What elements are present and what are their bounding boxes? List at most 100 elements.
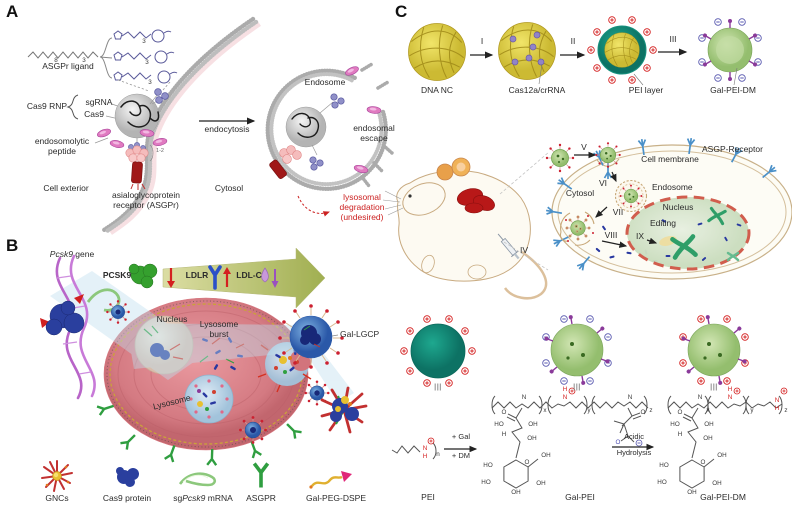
atom-oh: OH — [528, 421, 538, 428]
recycled-receptor-icon — [269, 145, 302, 179]
lysosomal-degradation-label: lysosomal degradation (undesired) — [339, 192, 385, 222]
atom-n: N — [627, 394, 633, 401]
ldlr-label: LDLR — [185, 270, 209, 280]
legend-gncs-label: GNCs — [45, 493, 69, 503]
ldlc-label: LDL-C — [236, 270, 262, 280]
atom-o: O — [524, 459, 530, 466]
atom-oh: OH — [704, 421, 714, 428]
pcsk9-protein-icon — [128, 263, 158, 289]
endosome-c-label: Endosome — [652, 182, 693, 192]
arm-subscript: 3 — [145, 59, 149, 66]
gal-pei-dm-label: Gal-PEI-DM — [700, 492, 746, 502]
cas9-label: Cas9 — [84, 109, 104, 119]
cas9-rnp-label: Cas9 RNP — [26, 101, 68, 111]
gal-pei-dm-ball-icon — [679, 314, 749, 386]
atom-n: N — [774, 397, 780, 404]
pei-layer-label: PEI layer — [628, 85, 664, 95]
atom-oh: OH — [712, 480, 722, 487]
legend-cas9-protein-icon — [116, 467, 139, 487]
atom-n: N — [521, 394, 527, 401]
endosome-label: Endosome — [304, 77, 346, 87]
asgpr-receptor-label: asialoglycoprotein receptor (ASGPr) — [111, 190, 181, 210]
gal-pei-structure-icon — [491, 387, 649, 489]
atom-h: H — [677, 431, 683, 438]
chain-subscript: 3 — [82, 57, 86, 64]
atom-o: O — [501, 409, 507, 416]
pei-coated-icon — [587, 16, 657, 86]
atom-ho: HO — [483, 462, 493, 469]
gal-pei-ball-icon — [542, 314, 612, 386]
step-viii-label: VIII — [604, 230, 618, 240]
chromosome-icon — [726, 251, 740, 262]
pei-ball-icon — [400, 315, 476, 387]
hydrolysis-label: Hydrolysis — [616, 448, 652, 457]
sgrna-label: sgRNA — [85, 97, 113, 107]
pcsk9-label: PCSK9 — [102, 270, 132, 280]
atom-ho: HO — [670, 421, 680, 428]
step-iv-label: IV — [519, 245, 529, 255]
atom-ho: HO — [481, 479, 491, 486]
atom-o: O — [700, 459, 706, 466]
step-ii-label: II — [570, 36, 576, 46]
atom-oh: OH — [536, 480, 546, 487]
assembly-cluster-icon — [320, 386, 368, 434]
subscript-y: y — [750, 407, 754, 414]
atom-h: H — [422, 453, 428, 460]
legend-gal-peg-dspe-icon — [309, 471, 352, 489]
dna-cas12a-icon — [497, 21, 557, 85]
atom-o: O — [677, 409, 683, 416]
arm-subscript: 3 — [148, 79, 152, 86]
step-ix-label: IX — [635, 231, 645, 241]
cytosol-c-label: Cytosol — [565, 188, 595, 198]
asgpr-receptor-icon — [125, 138, 154, 190]
atom-oh: OH — [687, 489, 697, 496]
legend-cas9-label: Cas9 protein — [102, 493, 152, 503]
atom-oh: OH — [511, 489, 521, 496]
atom-n: N — [727, 394, 733, 401]
ldlc-down-icon — [261, 267, 279, 288]
legend-dspe-label: Gal-PEG-DSPE — [306, 493, 366, 503]
endosome-escape-icon — [559, 211, 595, 246]
panel-b-art — [40, 247, 368, 492]
ldlr-up-icon — [167, 265, 231, 290]
nanoparticle-icon — [238, 415, 268, 445]
atom-h: H — [501, 431, 507, 438]
legend-mrna-gene: Pcsk9 — [182, 493, 206, 503]
ligand-balls-icon — [149, 88, 169, 105]
nucleus-c-icon — [625, 195, 751, 271]
cell-membrane-label: Cell membrane — [641, 154, 699, 164]
pei-label: PEI — [421, 492, 435, 502]
gal-pei-dm-np-label: Gal-PEI-DM — [710, 85, 756, 95]
outcome-arrow-icon — [162, 247, 326, 309]
atom-ho: HO — [657, 479, 667, 486]
acidic-label: Acidic — [623, 432, 645, 441]
legend-mrna-icon — [178, 472, 217, 487]
atom-n: N — [422, 445, 428, 452]
step-vi-arrow — [610, 171, 617, 183]
asgp-receptor-label: ASGP-Receptor — [702, 144, 763, 154]
legend-mrna-pre: sg — [173, 493, 183, 503]
cytoplasm-cargo-icon — [199, 336, 245, 371]
asgpr-ligand-structure-icon — [27, 29, 178, 92]
lysosome-burst-label: Lysosome burst — [199, 319, 239, 339]
subscript-x: x — [543, 407, 547, 414]
subscript-z: z — [649, 407, 653, 414]
gal-pei-label: Gal-PEI — [565, 492, 595, 502]
mouse-icon — [382, 157, 548, 300]
legend-asgpr-label: ASGPR — [246, 493, 276, 503]
lysosomal-degradation-arrow — [297, 195, 330, 217]
step-ix-arrow — [646, 237, 658, 245]
subscript-y: y — [587, 407, 591, 414]
equivalence-mark: ||| — [573, 382, 581, 391]
panel-a-art — [27, 16, 394, 235]
asgpr-ligand-label: ASGPr ligand — [42, 61, 94, 71]
atom-n: N — [562, 394, 568, 401]
pei-structure-icon — [391, 437, 437, 460]
step-viii-arrow — [601, 240, 628, 248]
step-v-label: V — [581, 142, 587, 152]
zoom-lines — [499, 151, 550, 271]
atom-oh: OH — [717, 452, 727, 459]
cell-membrane-a-icon — [101, 16, 261, 235]
